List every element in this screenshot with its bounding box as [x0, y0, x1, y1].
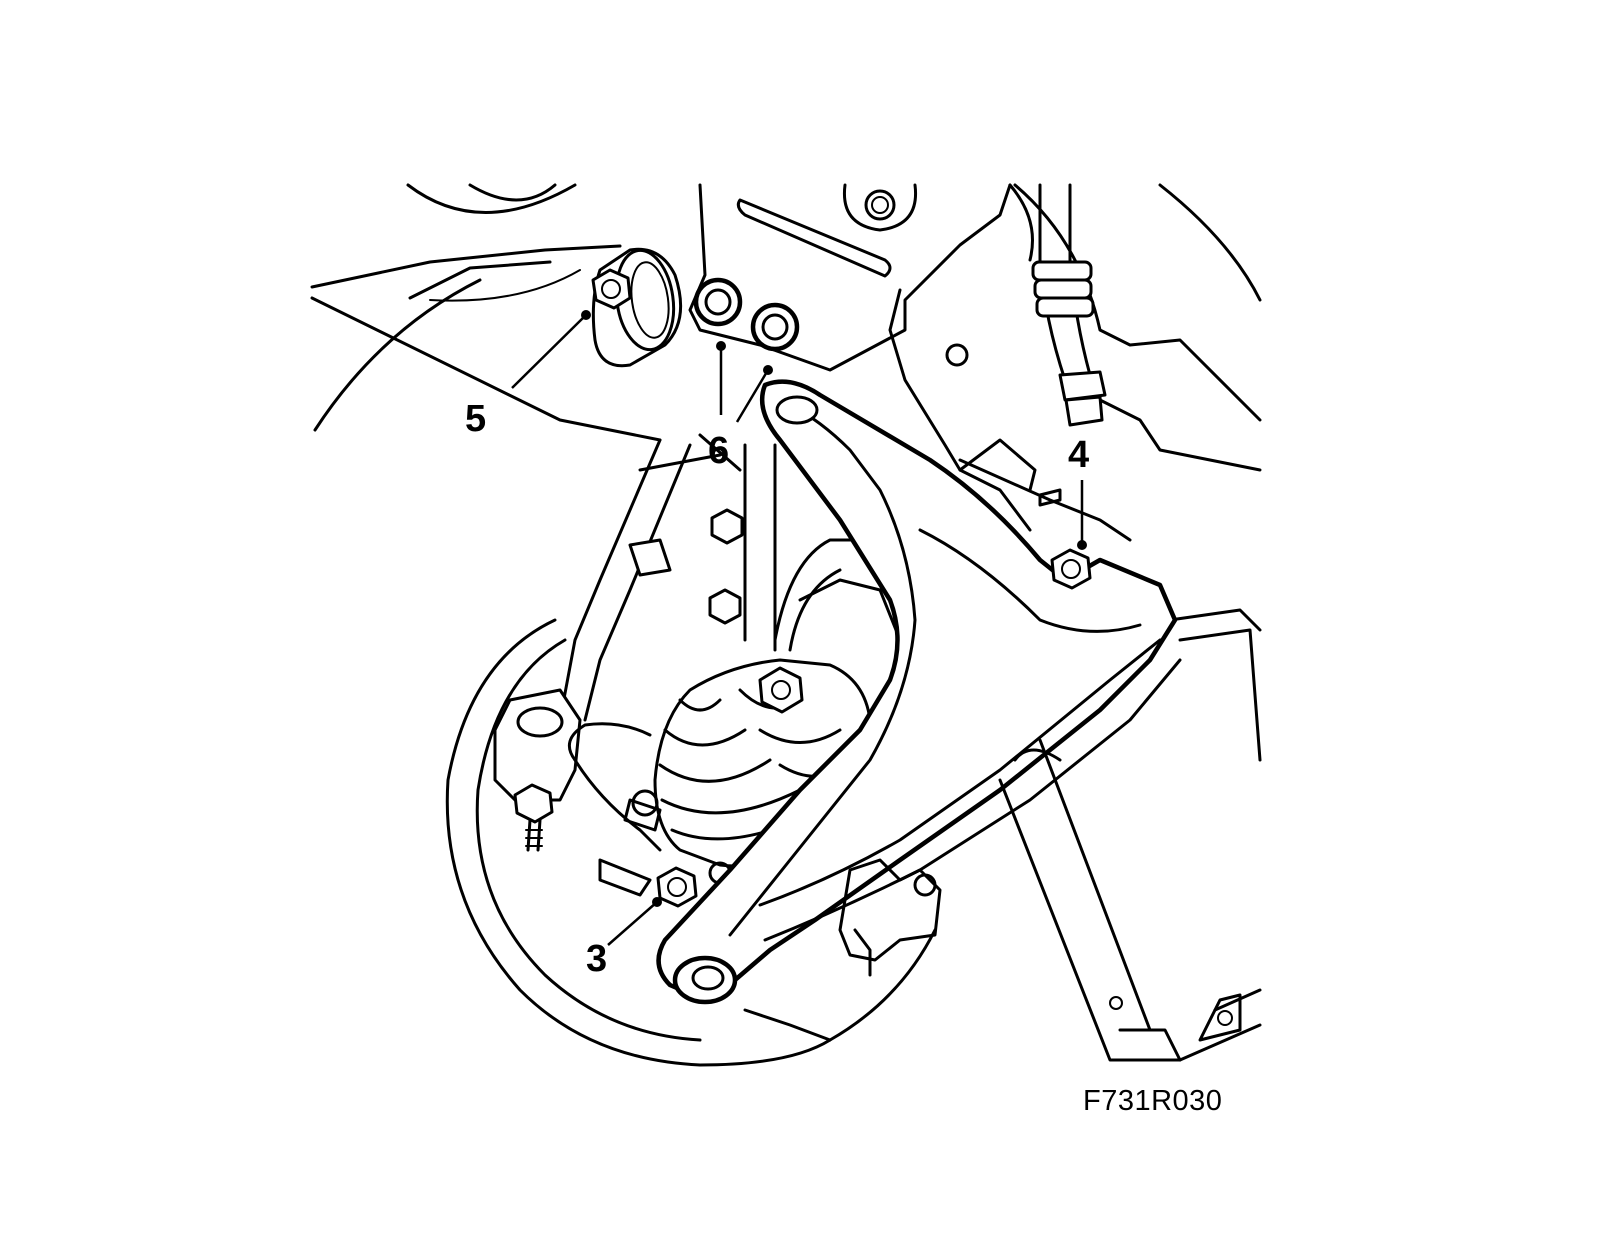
link-end-stud — [493, 688, 662, 852]
nuts-6 — [693, 277, 800, 352]
center-links — [708, 443, 867, 652]
figure-code: F731R030 — [1083, 1085, 1223, 1117]
brake-hose — [1031, 183, 1107, 427]
bolt-3 — [656, 866, 698, 908]
knuckle-lower — [743, 858, 942, 1042]
brake-backing-plate — [445, 618, 937, 1067]
callout-label-4: 4 — [1068, 434, 1090, 476]
callout-label-3: 3 — [586, 938, 608, 980]
tie-rod — [558, 433, 742, 722]
support-stay — [998, 738, 1182, 1062]
callout-label-6: 6 — [708, 430, 730, 472]
bolt-5 — [591, 268, 632, 310]
callout-leaders — [511, 310, 1087, 946]
lower-control-arm — [656, 379, 1182, 1005]
callout-label-5: 5 — [465, 398, 487, 440]
bolt-4 — [1050, 548, 1092, 590]
